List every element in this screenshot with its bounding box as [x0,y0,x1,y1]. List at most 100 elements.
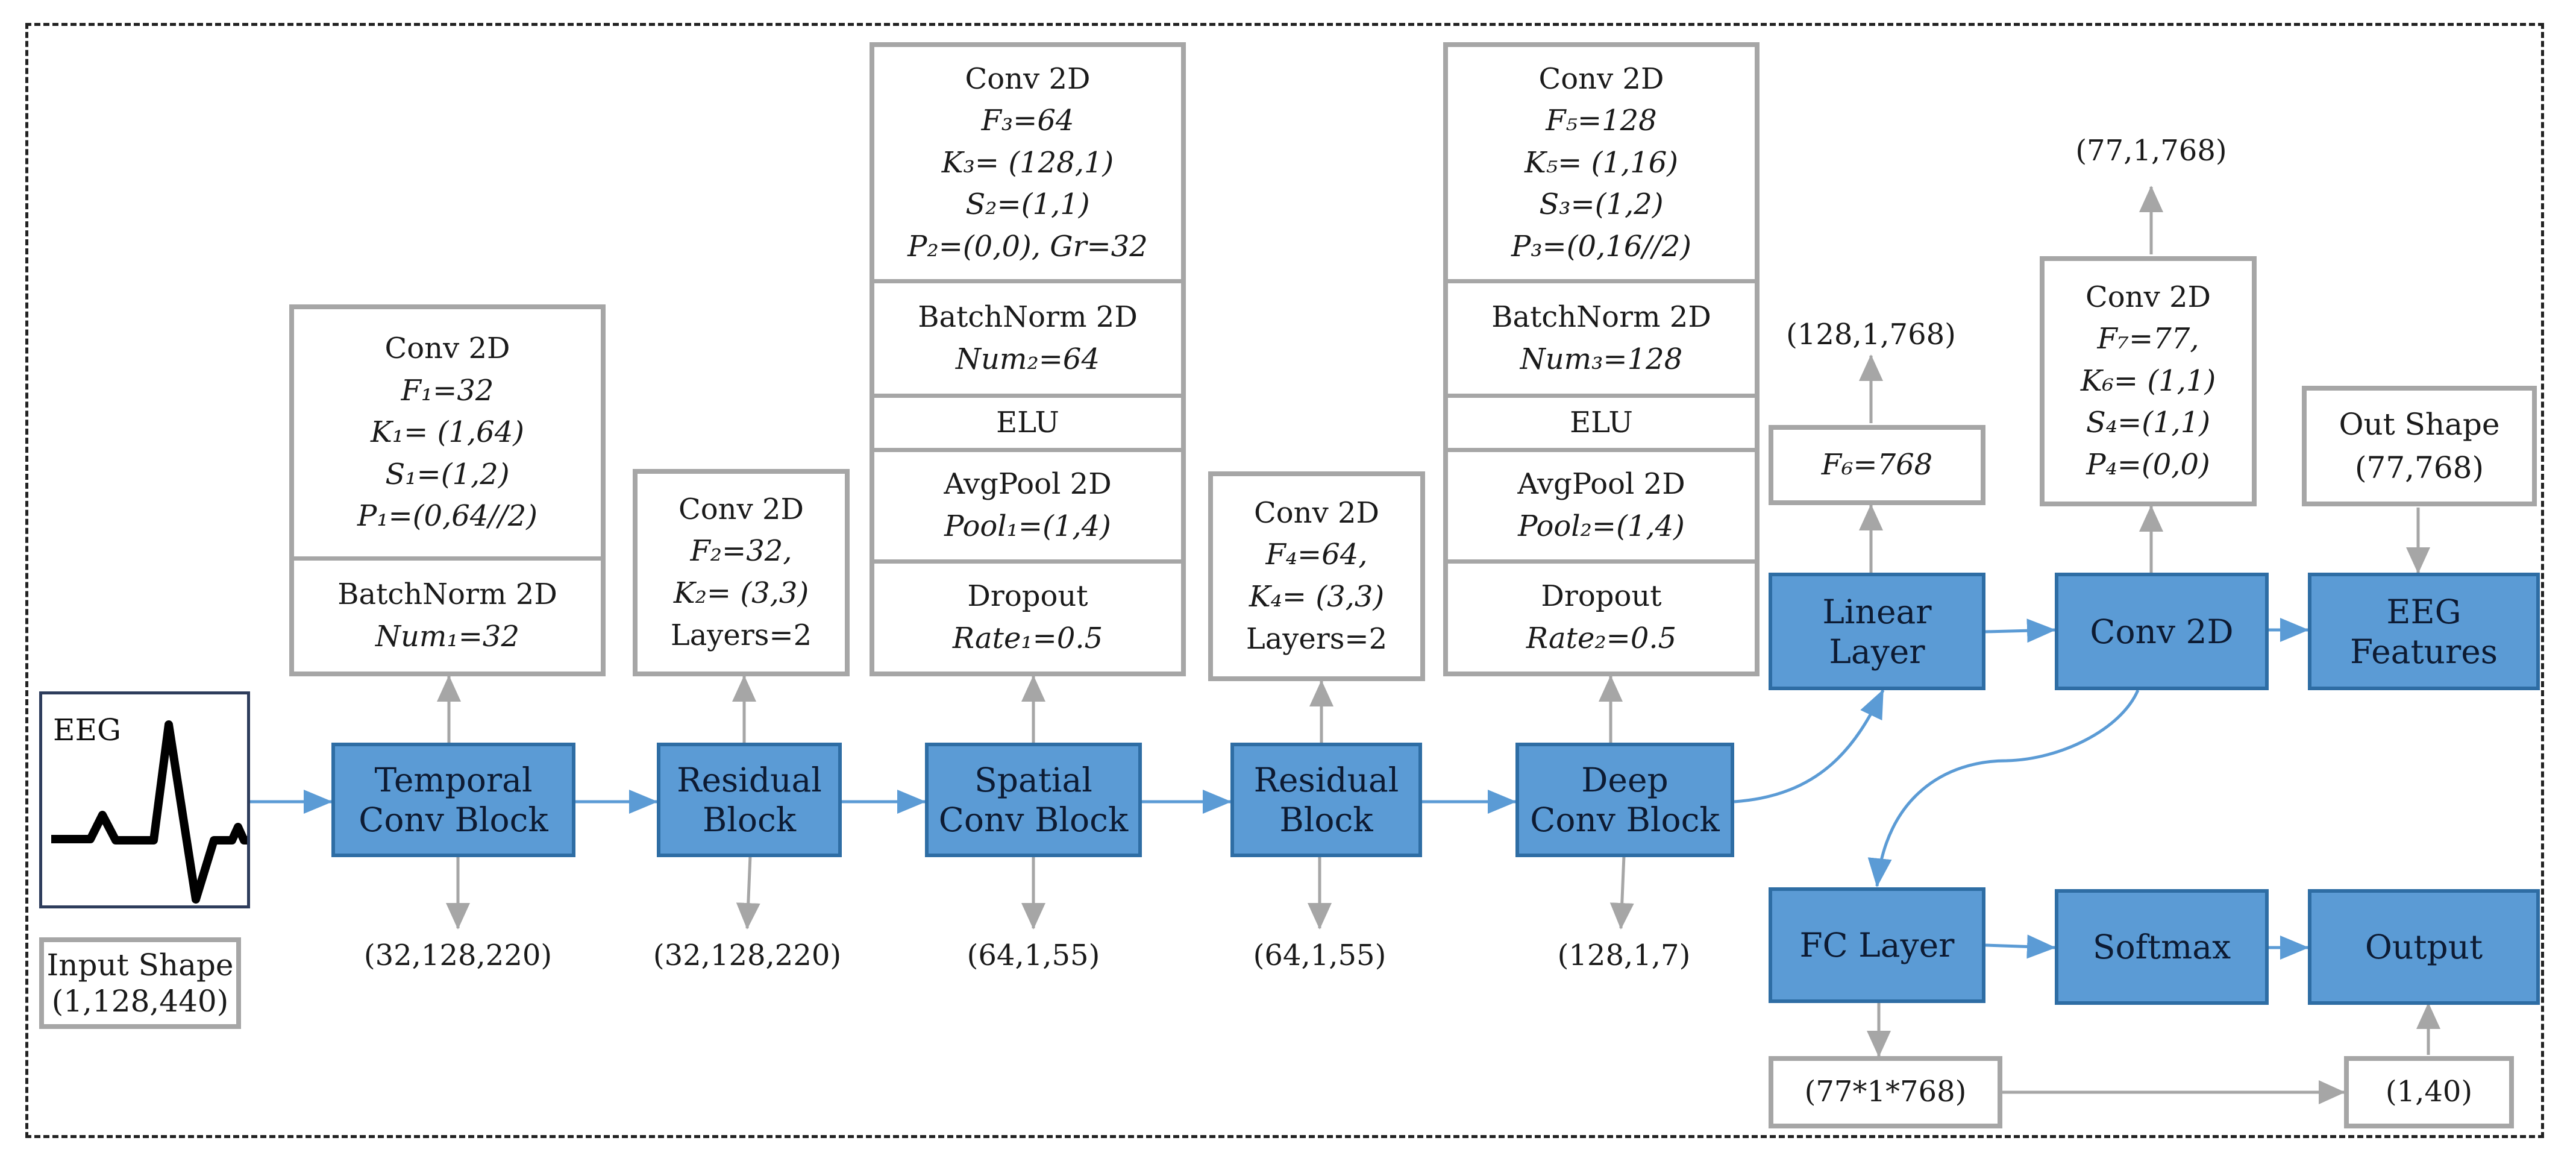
param-line: Conv 2D [1538,61,1664,96]
eeg-features-block: EEG Features [2308,573,2540,690]
param-line: Conv 2D [1254,495,1379,530]
param-line: Rate₂=0.5 [1526,621,1677,655]
param-line: K₅= (1,16) [1525,145,1678,180]
param-line: F₁=32 [401,373,494,407]
param-line: Pool₂=(1,4) [1518,509,1685,543]
softmax-shape-box: (1,40) [2344,1056,2514,1128]
param-line: F₇=77, [2097,322,2199,356]
temporal-batchnorm-params: BatchNorm 2D Num₁=32 [294,556,601,672]
linear-param: F₆=768 [1773,430,1981,500]
param-line: P₁=(0,64//2) [357,499,537,533]
residual1-conv-params: Conv 2D F₂=32, K₂= (3,3) Layers=2 [638,474,845,672]
residual-block-1-line2: Block [702,801,797,839]
deep-batchnorm-params: BatchNorm 2D Num₃=128 [1448,279,1755,394]
residual2-conv-params: Conv 2D F₄=64, K₄= (3,3) Layers=2 [1213,476,1420,676]
fc-layer-label: FC Layer [1799,926,1955,964]
param-line: ELU [996,405,1059,439]
linear-output-shape: (128,1,768) [1786,318,1956,351]
param-line: BatchNorm 2D [337,577,557,612]
linear-layer-label: Linear Layer [1822,592,1932,671]
param-line: F₃=64 [981,104,1074,138]
param-line: K₁= (1,64) [371,415,524,450]
residual-block-2-line2: Block [1279,801,1373,839]
param-line: F₂=32, [690,534,792,568]
arrow-linear-to-conv2d [1985,618,2056,643]
param-line: Conv 2D [965,61,1091,96]
param-line: BatchNorm 2D [1491,300,1711,334]
param-line: BatchNorm 2D [918,300,1138,334]
spatial-dropout-params: Dropout Rate₁=0.5 [874,559,1181,672]
param-line: Num₁=32 [375,620,519,653]
output-label: Output [2364,928,2483,966]
param-line: P₃=(0,16//2) [1511,229,1691,263]
arrow-conv2d-to-fc [1867,690,2140,887]
deep-avgpool-params: AvgPool 2D Pool₂=(1,4) [1448,448,1755,559]
conv2d-params-box: Conv 2D F₇=77, K₆= (1,1) S₄=(1,1) P₄=(0,… [2040,256,2257,506]
param-line: P₂=(0,0), Gr=32 [907,229,1148,263]
spatial-batchnorm-params: BatchNorm 2D Num₂=64 [874,279,1181,394]
residual1-output-shape: (32,128,220) [653,939,842,972]
param-line: Pool₁=(1,4) [944,509,1111,543]
param-line: Layers=2 [1246,621,1388,656]
param-line: Dropout [967,579,1088,613]
conv2d-block-label: Conv 2D [2090,612,2234,651]
deep-output-shape: (128,1,7) [1557,939,1691,972]
deep-conv-params: Conv 2D F₅=128 K₅= (1,16) S₃=(1,2) P₃=(0… [1448,47,1755,279]
spatial-params-box: Conv 2D F₃=64 K₃= (128,1) S₂=(1,1) P₂=(0… [870,42,1186,676]
arrow-fc-to-softmax [1985,934,2056,959]
param-line: Conv 2D [384,332,510,366]
param-line: F₆=768 [1821,447,1933,482]
eeg-features-label: EEG Features [2349,592,2498,671]
linear-params-box: F₆=768 [1769,425,1985,505]
param-line: Dropout [1541,579,1662,613]
temporal-output-shape: (32,128,220) [363,939,553,972]
arrow-deep-shape [1609,855,1634,930]
param-line: F₄=64, [1265,538,1368,572]
param-line: Layers=2 [670,618,812,652]
spatial-conv-params: Conv 2D F₃=64 K₃= (128,1) S₂=(1,1) P₂=(0… [874,47,1181,279]
residual-block-1: Residual Block [657,743,842,857]
residual-block-2: Residual Block [1230,743,1422,857]
output-block: Output [2308,889,2540,1005]
deep-conv-block-line2: Conv Block [1530,801,1720,839]
out-shape-box: Out Shape (77,768) [2302,386,2537,506]
param-line: K₃= (128,1) [941,145,1114,180]
conv2d-output-shape: (77,1,768) [2075,134,2227,168]
param-line: AvgPool 2D [944,467,1112,502]
deep-conv-block-line1: Deep [1581,761,1669,799]
fc-shape-box: (77*1*768) [1769,1056,2002,1128]
residual1-params-box: Conv 2D F₂=32, K₂= (3,3) Layers=2 [633,469,850,676]
spatial-conv-block-line2: Conv Block [938,801,1129,839]
input-shape-box: Input Shape (1,128,440) [39,937,241,1029]
temporal-params-box: Conv 2D F₁=32 K₁= (1,64) S₁=(1,2) P₁=(0,… [289,304,606,676]
out-shape-title: Out Shape [2339,406,2500,442]
temporal-conv-block-line1: Temporal [374,761,533,799]
param-line: ELU [1570,405,1633,439]
out-shape-value: (77,768) [2355,450,2484,485]
param-line: Conv 2D [2086,280,2211,314]
param-line: Rate₁=0.5 [952,621,1103,655]
deep-params-box: Conv 2D F₅=128 K₅= (1,16) S₃=(1,2) P₃=(0… [1443,42,1760,676]
fc-layer-block: FC Layer [1769,887,1985,1003]
arrow-deep-to-linear [1734,689,1885,804]
param-line: K₄= (3,3) [1249,580,1385,614]
temporal-conv-block-line2: Conv Block [359,801,548,839]
softmax-label: Softmax [2092,928,2231,966]
param-line: AvgPool 2D [1517,467,1685,502]
deep-conv-block: Deep Conv Block [1515,743,1734,857]
input-shape-title: Input Shape [46,948,234,983]
param-line: K₆= (1,1) [2080,363,2216,398]
param-line: Num₃=128 [1520,342,1683,376]
residual2-params-box: Conv 2D F₄=64, K₄= (3,3) Layers=2 [1208,471,1425,681]
softmax-block: Softmax [2055,889,2269,1005]
conv2d-block: Conv 2D [2055,573,2269,690]
dashed-frame [25,23,2544,1138]
softmax-shape: (1,40) [2385,1075,2473,1109]
out-shape: Out Shape (77,768) [2307,391,2532,502]
param-line: Num₂=64 [956,342,1100,376]
temporal-conv-block: Temporal Conv Block [331,743,575,857]
spatial-elu: ELU [874,394,1181,448]
param-line: S₁=(1,2) [385,457,510,491]
param-line: S₂=(1,1) [965,187,1090,222]
